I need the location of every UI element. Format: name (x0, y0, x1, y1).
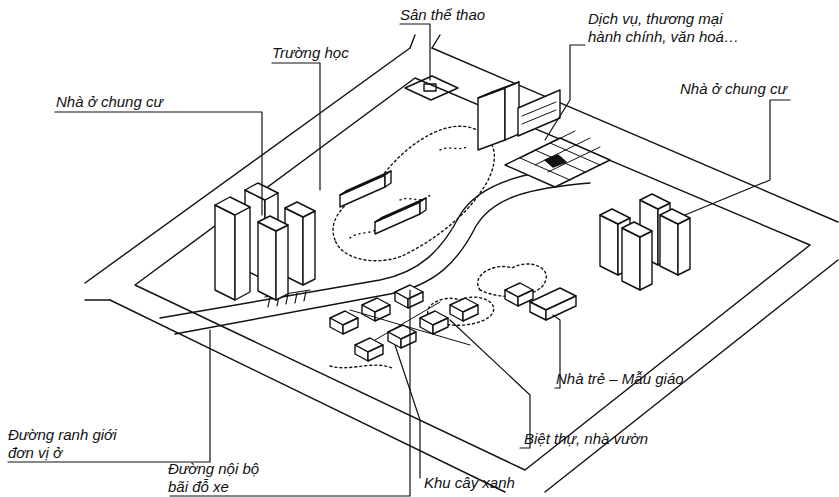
callout-label: Đường ranh giới đơn vị ở (8, 426, 126, 462)
leader-lines (8, 24, 790, 496)
service-buildings (478, 82, 610, 187)
callout-label: Dịch vụ, thương mại hành chính, văn hoá… (588, 10, 753, 46)
boundary-roads (85, 35, 838, 492)
callout-label: Nhà trẻ – Mẫu giáo (556, 370, 684, 388)
callout-label: Khu cây xanh (424, 474, 515, 492)
callout-label: Sân thể thao (400, 6, 485, 24)
school-buildings (340, 171, 426, 234)
callout-label: Trường học (272, 44, 349, 62)
sports-court (424, 84, 436, 91)
callout-label: Nhà ở chung cư (56, 93, 163, 111)
callout-label: Nhà ở chung cư (680, 80, 787, 98)
callout-label: Biệt thự, nhà vườn (524, 430, 648, 448)
callout-label: Đường nội bộ bãi đỗ xe (168, 460, 268, 496)
internal-road (160, 168, 590, 334)
villas (330, 283, 533, 361)
apartment-towers-right (600, 194, 690, 290)
apartment-towers-left (215, 183, 315, 300)
sports-field (405, 76, 458, 100)
